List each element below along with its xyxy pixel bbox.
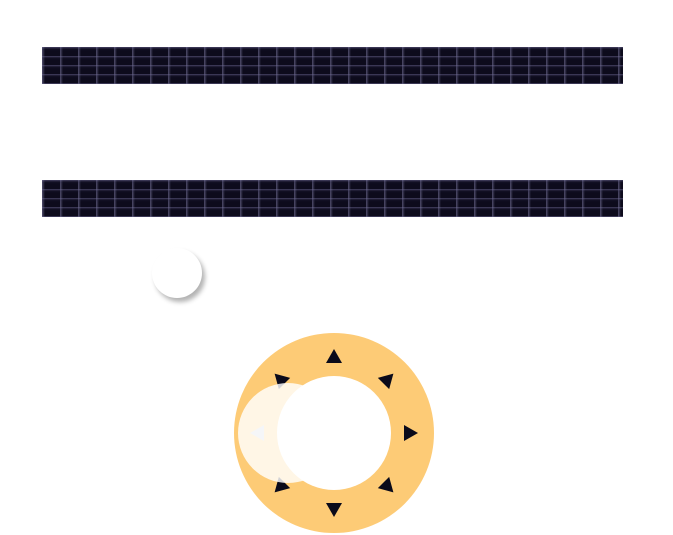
arrow-down-icon xyxy=(326,503,342,517)
arrow-down-right-icon xyxy=(377,476,394,493)
arrow-up-icon xyxy=(326,349,342,363)
brick-wall-top xyxy=(42,47,623,84)
brick-wall-bottom xyxy=(42,180,623,217)
joystick[interactable] xyxy=(234,333,434,533)
ball xyxy=(152,248,202,298)
arrow-up-right-icon xyxy=(377,373,394,390)
joystick-knob[interactable] xyxy=(238,383,338,483)
arrow-right-icon xyxy=(404,425,418,441)
